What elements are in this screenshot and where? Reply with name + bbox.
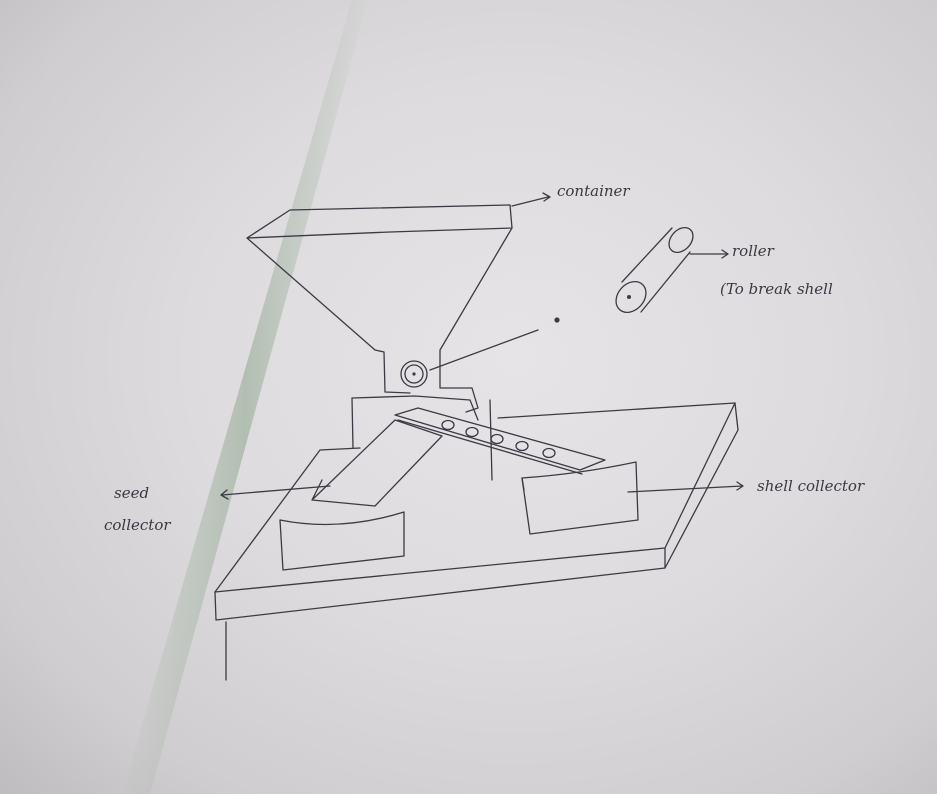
seed-collector-tray [280,512,404,570]
seed-collector-label-line1: seed [114,484,149,502]
container-label: container [557,182,630,200]
roller-leader [430,317,560,370]
hopper-roller-circle [401,361,427,387]
base-platform [215,403,738,680]
shell-collector-label: shell collector [757,477,865,495]
roller-cylinder [610,223,698,318]
seed-collector-label-line2: collector [104,516,171,534]
container-hopper [247,205,512,412]
seed-chute [312,420,442,506]
roller-note-label: (To break shell [720,280,833,298]
roller-label: roller [732,242,775,260]
pencil-streak [122,0,368,794]
